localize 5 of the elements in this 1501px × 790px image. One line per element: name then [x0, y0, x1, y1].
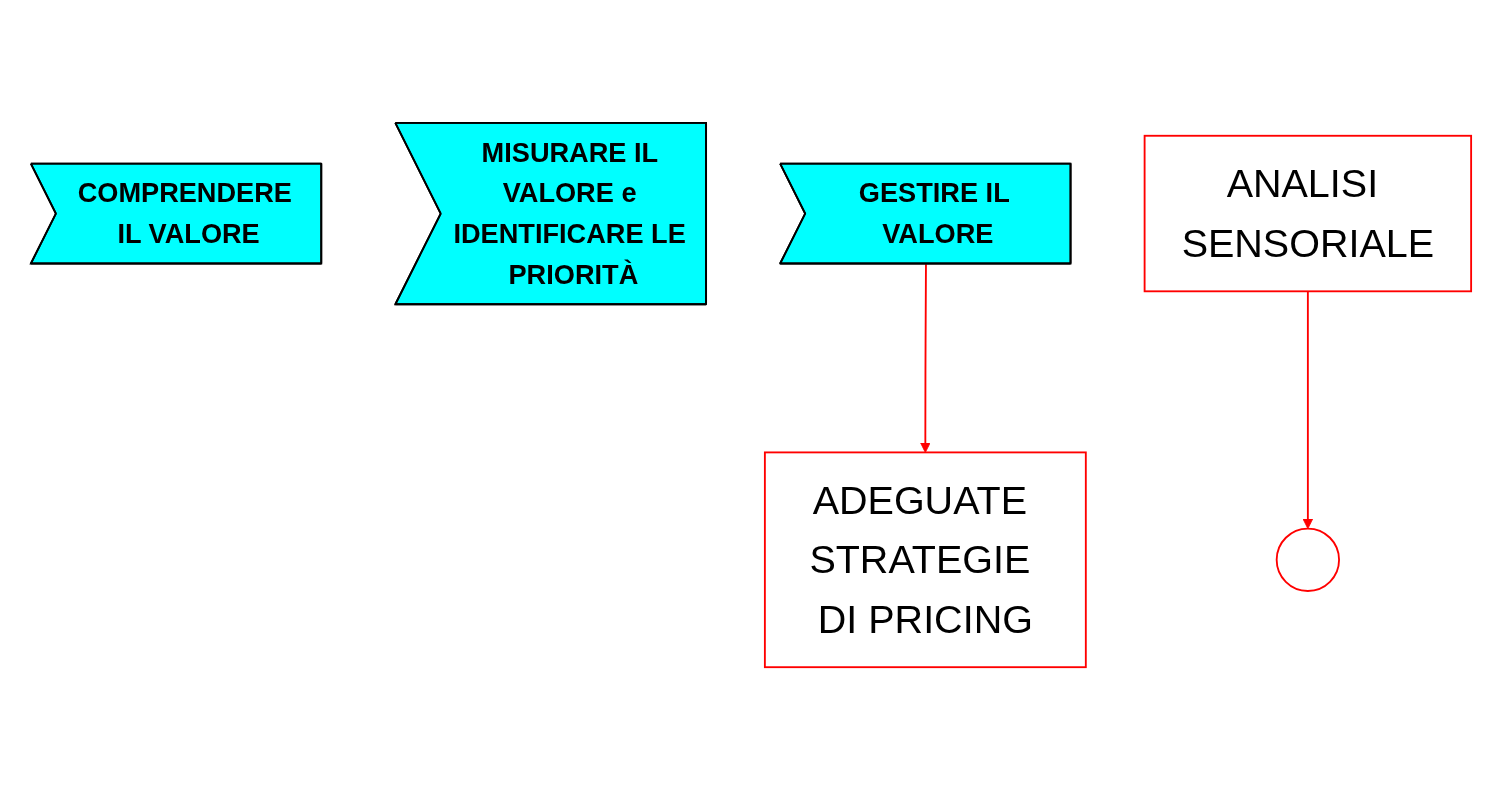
- arrow: [919, 263, 931, 453]
- arrow: [1301, 290, 1313, 530]
- node-box: ANALISI SENSORIALE: [1143, 134, 1472, 293]
- node-circle: [1275, 527, 1340, 592]
- node-box: ADEGUATE STRATEGIE DI PRICING: [763, 451, 1087, 669]
